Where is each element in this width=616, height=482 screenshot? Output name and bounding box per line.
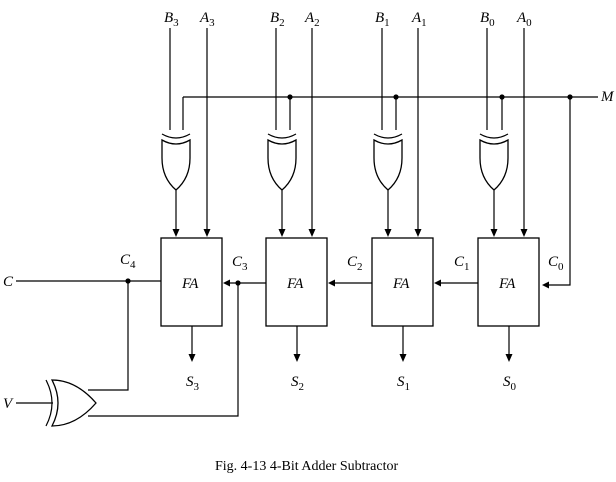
xor-gate-3	[161, 133, 191, 191]
input-label-a2: A2	[304, 10, 320, 29]
full-adder-2-label: FA	[286, 276, 304, 292]
sum-label-s0: S0	[503, 374, 517, 393]
c0-arrow	[542, 281, 549, 289]
sum-3-arrow	[188, 354, 196, 362]
sum-label-s3: S3	[186, 374, 200, 393]
full-adder-2	[265, 237, 328, 327]
xor-gate-2	[267, 133, 297, 191]
bit-3-slice	[161, 28, 211, 237]
input-label-m: M	[600, 89, 615, 105]
sum-1-arrow	[399, 354, 407, 362]
figure-caption: Fig. 4-13 4-Bit Adder Subtractor	[215, 459, 398, 474]
full-adder-3-label: FA	[181, 276, 199, 292]
output-label-v: V	[3, 396, 14, 412]
carry-label-c3: C3	[232, 254, 248, 273]
carry-c2-arrow	[328, 279, 335, 287]
overflow-xor-gate	[45, 379, 97, 427]
output-label-c: C	[3, 274, 14, 290]
carry-label-c2: C2	[347, 254, 363, 273]
m-junction-3	[567, 94, 573, 100]
full-adder-0	[477, 237, 540, 327]
xor-gate-0	[479, 133, 509, 191]
sum-2-arrow	[293, 354, 301, 362]
carry-c3-arrow	[223, 279, 230, 287]
sum-label-s2: S2	[291, 374, 304, 393]
bit-2-slice	[267, 28, 316, 237]
carry-label-c0: C0	[548, 254, 564, 273]
input-label-b3: B3	[164, 10, 179, 29]
input-label-a1: A1	[411, 10, 427, 29]
c3-to-overflow-wire	[88, 283, 239, 417]
bit-0-slice	[479, 28, 528, 237]
m-to-c0-line	[548, 97, 571, 286]
carry-label-c4: C4	[120, 252, 136, 271]
input-label-b2: B2	[270, 10, 285, 29]
full-adder-1	[371, 237, 434, 327]
carry-c1-arrow	[434, 279, 441, 287]
bit-1-slice	[373, 28, 422, 237]
c4-to-overflow-wire	[88, 281, 129, 391]
sum-0-arrow	[505, 354, 513, 362]
xor-gate-1	[373, 133, 403, 191]
full-adder-1-label: FA	[392, 276, 410, 292]
input-label-a0: A0	[516, 10, 532, 29]
input-label-a3: A3	[199, 10, 215, 29]
sum-label-s1: S1	[397, 374, 410, 393]
carry-label-c1: C1	[454, 254, 470, 273]
input-label-b0: B0	[480, 10, 495, 29]
input-label-b1: B1	[375, 10, 390, 29]
full-adder-0-label: FA	[498, 276, 516, 292]
